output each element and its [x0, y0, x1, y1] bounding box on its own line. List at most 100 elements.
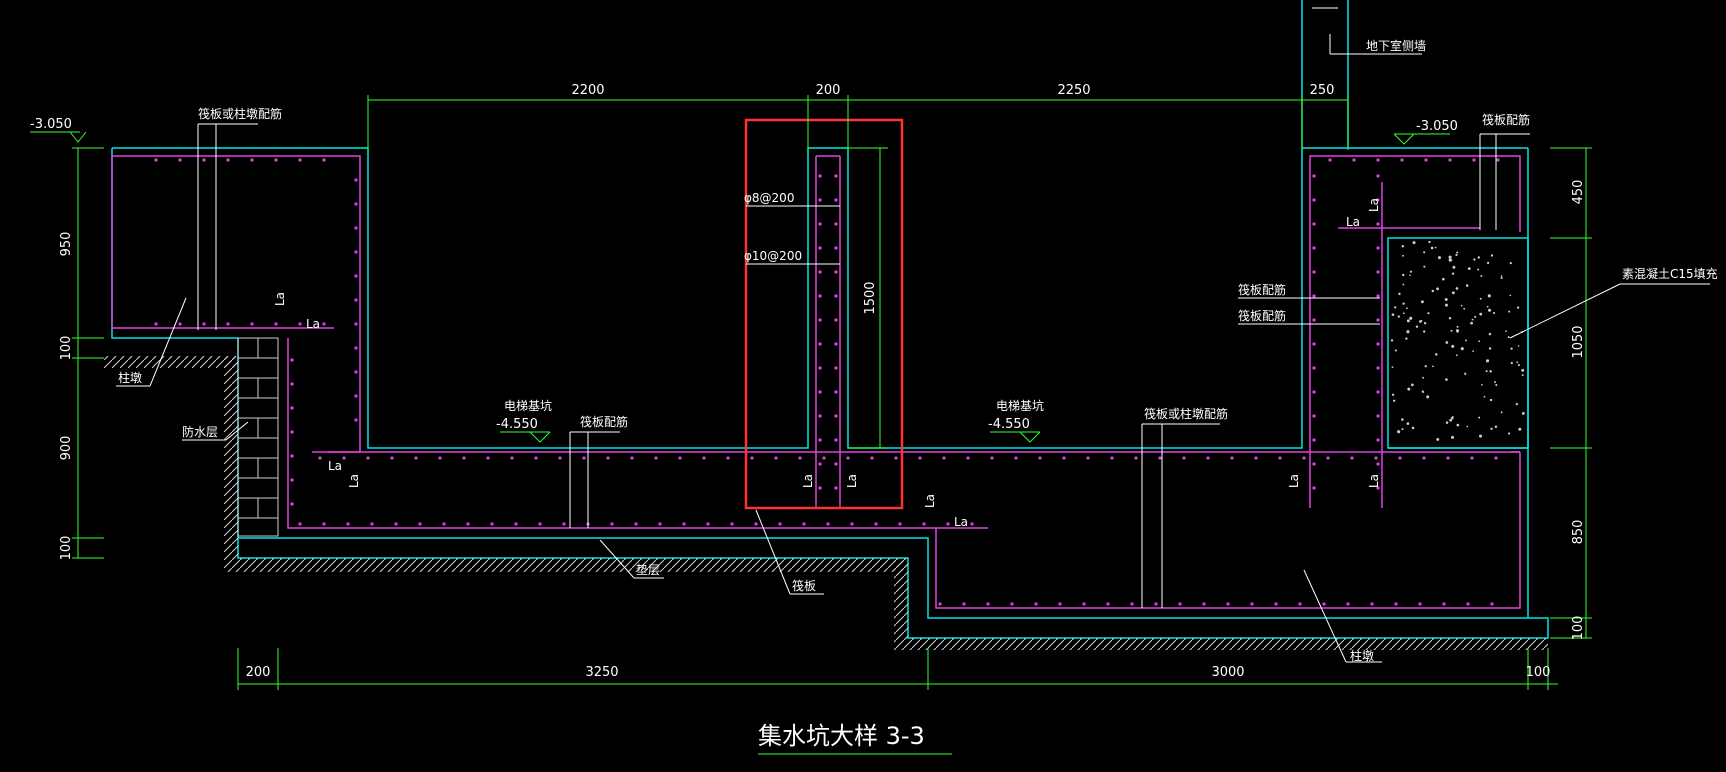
rebar-dot — [1154, 602, 1158, 606]
fill-speckle — [1451, 435, 1455, 439]
brick-wall — [237, 337, 279, 537]
rebar-dot — [354, 178, 358, 182]
fill-speckle — [1437, 256, 1441, 260]
rebar-dot — [834, 486, 838, 490]
rebar-dot — [834, 222, 838, 226]
rebar-dot — [1494, 456, 1498, 460]
rebar-dot — [1376, 174, 1380, 178]
la-label: La — [273, 292, 287, 306]
rebar-dot — [290, 382, 294, 386]
rebar-dot — [834, 414, 838, 418]
rebar-dot — [1422, 456, 1426, 460]
fill-speckle — [1428, 240, 1431, 244]
rebar-dot — [1110, 456, 1114, 460]
rebar-dot — [730, 522, 734, 526]
highlight-frame[interactable] — [744, 118, 904, 510]
rebar-dot — [354, 250, 358, 254]
rebar-dot — [1376, 158, 1380, 162]
rebar-dot — [1376, 270, 1380, 274]
rebar-dot — [226, 158, 230, 162]
fill-speckle — [1507, 336, 1510, 339]
fill-speckle — [1474, 315, 1477, 318]
fill-speckle — [1448, 258, 1452, 262]
rebar-dot — [226, 322, 230, 326]
rebar-dot — [354, 370, 358, 374]
fill-speckle — [1451, 272, 1455, 275]
label-pit-left: 电梯基坑 — [504, 398, 552, 413]
rebar-dot — [1134, 456, 1138, 460]
rebar-dot — [1496, 158, 1500, 162]
rebar-dot — [486, 456, 490, 460]
bottom-dim-3250: 3250 — [585, 665, 618, 680]
rebar-dot — [938, 602, 942, 606]
rebar-dot — [922, 522, 926, 526]
fill-speckle — [1455, 287, 1459, 290]
fill-speckle — [1424, 365, 1427, 368]
fill-speckle — [1485, 370, 1488, 373]
fill-speckle — [1448, 255, 1452, 259]
rebar-dot — [1376, 414, 1380, 418]
fill-speckle — [1394, 306, 1397, 309]
rebar-dot — [834, 174, 838, 178]
fill-speckle — [1492, 311, 1496, 315]
rebar-dot — [1312, 198, 1316, 202]
rebar-dot — [1312, 246, 1316, 250]
fill-speckle — [1415, 325, 1419, 328]
rebar-dot — [606, 456, 610, 460]
label-raft-rebar-top-right: 筏板配筋 — [1482, 112, 1530, 127]
rebar-dot — [818, 318, 822, 322]
label-raft-or-beam-left: 筏板或柱墩配筋 — [198, 106, 282, 121]
right-dim-1050: 1050 — [1571, 325, 1586, 358]
rebar-dot — [274, 158, 278, 162]
fill-speckle — [1436, 287, 1439, 291]
rebar-dot — [510, 456, 514, 460]
fill-speckle — [1450, 329, 1453, 332]
rebar-dot — [1400, 158, 1404, 162]
fill-speckle — [1401, 418, 1404, 421]
right-dim-450: 450 — [1571, 180, 1586, 205]
rebar-dot — [514, 522, 518, 526]
left-dim-100b: 100 — [59, 536, 74, 561]
rebar-dot — [466, 522, 470, 526]
fill-speckle — [1397, 430, 1401, 434]
rebar-dot — [986, 602, 990, 606]
rebar-dot — [818, 270, 822, 274]
rebar-dot — [1062, 456, 1066, 460]
rebar-dot — [834, 294, 838, 298]
rebar-dot — [1298, 602, 1302, 606]
leader-lines — [116, 7, 1710, 663]
rebar-dot — [1230, 456, 1234, 460]
fill-speckle — [1494, 425, 1498, 429]
rebar-dot — [834, 270, 838, 274]
label-bar-a: φ8@200 — [744, 191, 794, 205]
fill-speckle — [1460, 347, 1464, 351]
fill-speckle — [1500, 411, 1503, 414]
rebar-dot — [610, 522, 614, 526]
fill-speckle — [1471, 318, 1474, 321]
fill-speckle — [1465, 339, 1467, 342]
rebar-dot — [818, 462, 822, 466]
rebar-dot — [726, 456, 730, 460]
rebar-dot — [966, 456, 970, 460]
rebar-dot — [322, 158, 326, 162]
elevation-marks — [30, 131, 1450, 443]
fill-speckle — [1483, 395, 1486, 398]
fill-speckle — [1393, 399, 1396, 402]
rebar-dot — [1376, 246, 1380, 250]
elev-right: -3.050 — [1416, 119, 1458, 134]
fill-speckle — [1455, 354, 1458, 357]
fill-speckle — [1445, 303, 1448, 307]
rebar-dot — [354, 418, 358, 422]
rebar-dot — [834, 318, 838, 322]
rebar-dot — [298, 158, 302, 162]
rebar-dot — [1466, 602, 1470, 606]
fill-speckle — [1432, 365, 1434, 368]
fill-speckle — [1509, 262, 1512, 265]
fill-speckle — [1402, 312, 1405, 315]
bottom-dim-100: 100 — [1526, 665, 1551, 680]
rebar-dot — [178, 322, 182, 326]
rebar-dot — [818, 390, 822, 394]
fill-speckle — [1391, 313, 1395, 316]
fill-speckle — [1518, 427, 1522, 431]
fill-speckle — [1456, 251, 1459, 254]
